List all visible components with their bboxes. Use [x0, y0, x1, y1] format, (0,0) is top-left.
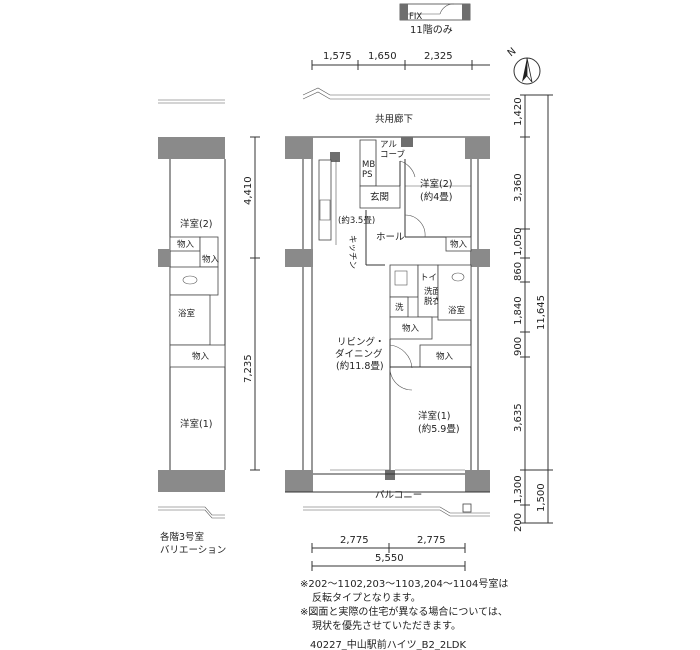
note-line-1: ※202～1102,203～1103,204～1104号室は: [300, 577, 508, 590]
balcony-label: バルコニー: [375, 490, 422, 501]
toilet-label: トイレ: [420, 273, 446, 283]
bottom-dimensions: 2,775 2,775 5,550: [311, 535, 466, 571]
dining-label: ダイニング: [335, 348, 383, 360]
kitchen-size: (約3.5畳): [338, 215, 375, 226]
dim-right-balcony: 1,500: [536, 483, 547, 512]
footer-code: 40227_中山駅前ハイツ_B2_2LDK: [310, 638, 466, 650]
north-arrow: N: [506, 46, 541, 85]
storage-wet: 物入: [402, 323, 420, 334]
notes: ※202～1102,203～1103,204～1104号室は 反転タイプとなりま…: [300, 577, 508, 650]
hall-label: ホール: [376, 232, 405, 243]
storage-w2: 物入: [450, 239, 468, 250]
fix-label: FIX: [409, 12, 422, 22]
dim-bottom-total: 5,550: [375, 553, 404, 564]
kitchen-label: キッチン: [347, 235, 357, 269]
var-western1: 洋室(1): [180, 418, 212, 430]
var-caption-2: バリエーション: [160, 545, 226, 556]
dim-top-3: 2,325: [424, 51, 453, 62]
dim-right-8: 1,300: [513, 475, 524, 504]
mbps-label: MB PS: [362, 160, 378, 180]
washroom-label-line1: 洗面: [424, 286, 442, 297]
western2-label: 洋室(2): [420, 178, 452, 190]
var-storage-b: 物入: [202, 254, 220, 265]
var-caption-1: 各階3号室: [160, 531, 204, 543]
var-storage-a: 物入: [177, 239, 195, 250]
western2-size: (約4畳): [420, 191, 452, 203]
entrance-label: 玄関: [370, 191, 389, 203]
corridor-label: 共用廊下: [375, 113, 413, 125]
note-line-2: 反転タイプとなります。: [312, 592, 421, 604]
var-storage-c: 物入: [192, 351, 210, 362]
dim-right-6: 900: [513, 337, 524, 356]
note-line-4: 現状を優先させていただきます。: [312, 619, 461, 632]
alcove-label-line1: アル: [380, 140, 397, 150]
floor11-note: 11階のみ: [410, 24, 453, 36]
dim-top-1: 1,575: [323, 51, 352, 62]
alcove-label-line2: コーブ: [380, 149, 405, 160]
mbps-label-line1: MB: [362, 160, 375, 170]
main-plan: バルコニー MB PS アル コーブ 玄関 洋室(2) (約4畳) 物入 キッチ…: [285, 136, 490, 517]
western1-size: (約5.9畳): [418, 423, 460, 435]
dim-right-7: 3,635: [513, 403, 524, 432]
dim-left-1: 4,410: [243, 176, 254, 205]
dim-right-2: 3,360: [513, 173, 524, 202]
living-size: (約11.8畳): [336, 360, 384, 372]
dim-right-3: 1,050: [513, 227, 524, 256]
dim-right-1: 1,420: [513, 97, 524, 126]
dim-top-2: 1,650: [368, 51, 397, 62]
top-dimensions: 1,575 1,650 2,325: [311, 51, 490, 70]
corridor: 共用廊下: [302, 87, 490, 125]
laundry-label: 洗: [395, 302, 404, 313]
var-bath: 浴室: [178, 308, 196, 319]
left-dimensions: 4,410 7,235: [243, 136, 260, 471]
floor11-detail: FIX 11階のみ: [399, 3, 471, 36]
washroom-label-line2: 脱衣室: [424, 296, 450, 307]
north-label: N: [506, 46, 519, 59]
dim-right-5: 1,840: [513, 296, 524, 325]
bath-label: 浴室: [448, 305, 466, 316]
western1-label: 洋室(1): [418, 410, 450, 422]
note-line-3: ※図面と実際の住宅が異なる場合については、: [300, 605, 508, 618]
storage-w1: 物入: [436, 351, 454, 362]
dim-right-4: 860: [513, 262, 524, 281]
dim-right-total: 11,645: [536, 295, 547, 330]
var-western2: 洋室(2): [180, 218, 212, 230]
dim-bottom-2: 2,775: [417, 535, 446, 546]
dim-bottom-1: 2,775: [340, 535, 369, 546]
variation-plan: 洋室(2) 物入 物入 浴室 物入 洋室(1) 各階3号室 バリエーション: [158, 99, 226, 556]
right-dimensions: 1,420 3,360 1,050 860 1,840 900 3,635 1,…: [513, 94, 553, 532]
living-label: リビング・: [337, 336, 385, 348]
dim-left-2: 7,235: [243, 354, 254, 383]
mbps-label-line2: PS: [362, 170, 373, 180]
dim-right-9: 200: [513, 513, 524, 532]
